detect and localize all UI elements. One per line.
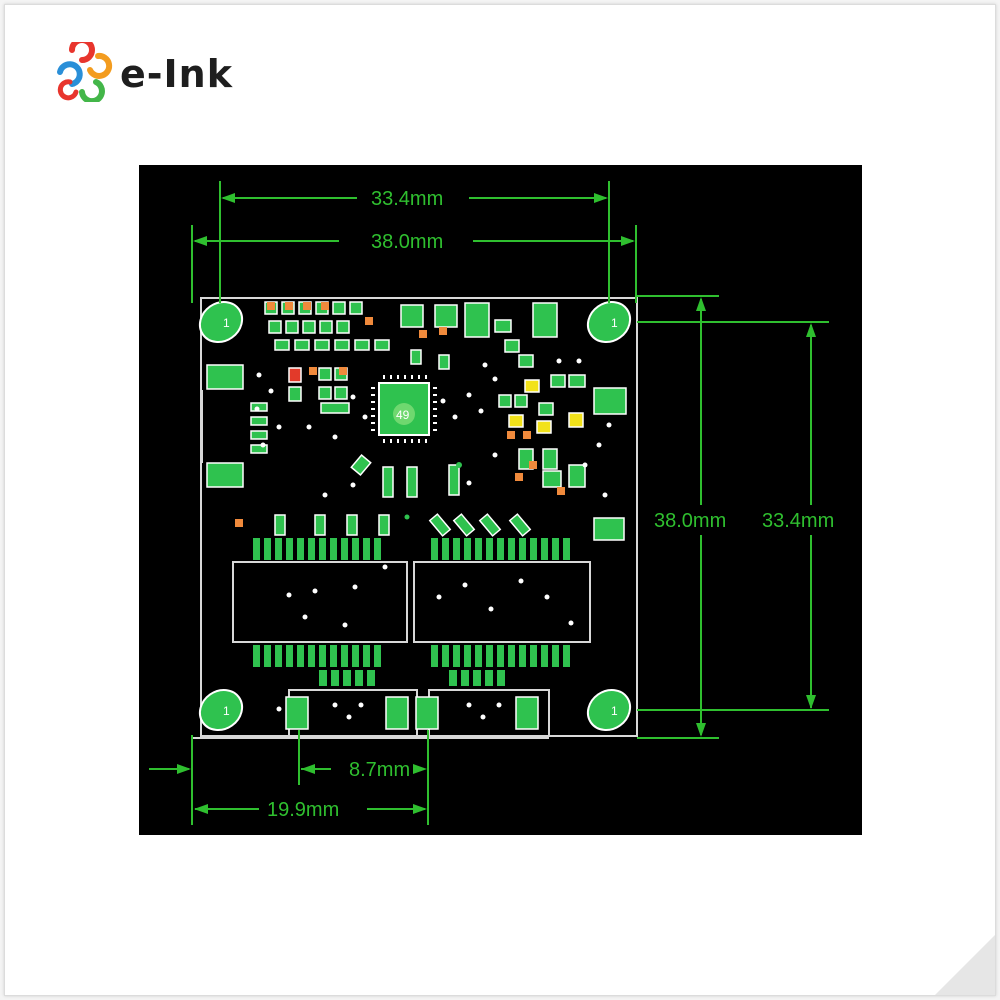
svg-text:1: 1 (611, 316, 618, 330)
dimension-right-inner: 33.4mm (762, 510, 834, 532)
mounting-hole-top-left: 1 (198, 300, 244, 344)
dimension-top-inner: 33.4mm (371, 188, 443, 210)
bottom-connector-right (415, 670, 550, 737)
transformer-block-right (413, 538, 591, 667)
left-connector (206, 364, 268, 488)
dimension-lines (149, 181, 829, 825)
bottom-connector-left (285, 670, 418, 737)
right-component-cluster (498, 374, 627, 541)
pcb-dimension-drawing: 1 1 1 1 49 (139, 165, 862, 835)
main-chip (371, 375, 437, 443)
svg-text:1: 1 (223, 704, 230, 718)
page-curl-corner (935, 935, 995, 995)
e-ink-swirl-logo-icon (57, 42, 113, 102)
brand-name: e-Ink (120, 52, 234, 96)
top-pad-array (264, 301, 558, 370)
svg-text:1: 1 (223, 316, 230, 330)
mid-left-components (274, 367, 532, 537)
dimension-top-outer: 38.0mm (371, 231, 443, 253)
board-background (139, 165, 862, 835)
board-outline (200, 297, 638, 737)
chip-label: 49 (396, 408, 410, 422)
mounting-hole-bottom-right: 1 (586, 688, 632, 732)
mounting-hole-bottom-left: 1 (198, 688, 244, 732)
transformer-block-left (232, 538, 408, 667)
dimension-bottom-long: 19.9mm (267, 799, 339, 821)
orange-passives (235, 302, 565, 527)
mounting-hole-top-right: 1 (586, 300, 632, 344)
pcb-layout: 1 1 1 1 49 (191, 297, 638, 739)
dimension-bottom-short: 8.7mm (349, 759, 410, 781)
svg-text:1: 1 (611, 704, 618, 718)
via-dots (254, 358, 612, 720)
dimension-right-outer: 38.0mm (654, 510, 726, 532)
